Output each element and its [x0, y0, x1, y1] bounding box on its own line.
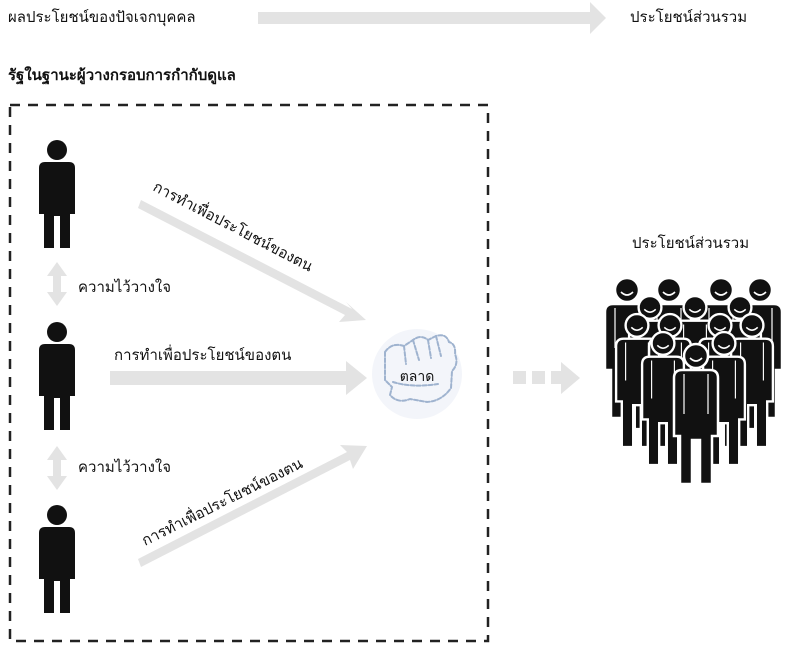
- trust-label: ความไว้วางใจ: [78, 278, 171, 296]
- to-public-benefit-arrow: [513, 362, 580, 394]
- trust-label: ความไว้วางใจ: [78, 458, 171, 476]
- state-framework-frame: [8, 103, 490, 643]
- individual-benefit-label: ผลประโยชน์ของปัจเจกบุคคล: [8, 8, 196, 27]
- self-interest-arrow: [138, 445, 367, 567]
- trust-arrow-icon: [47, 262, 67, 306]
- person-icon: [39, 322, 75, 430]
- self-interest-label: การทำเพื่อประโยชน์ของตน: [114, 344, 291, 364]
- self-interest-arrow: [110, 361, 367, 395]
- market-label: ตลาด: [400, 369, 435, 385]
- handshake-icon: [384, 334, 458, 404]
- market-circle: ตลาด: [372, 329, 462, 419]
- state-framework-title: รัฐในฐานะผู้วางกรอบการกำกับดูแล: [8, 66, 236, 85]
- self-interest-arrow: [138, 200, 366, 322]
- person-icon: [39, 140, 75, 248]
- public-benefit-label: ประโยชน์ส่วนรวม: [632, 234, 749, 252]
- crowd-icon: [603, 276, 784, 486]
- top-public-benefit-label: ประโยชน์ส่วนรวม: [630, 8, 747, 26]
- trust-arrow-icon: [47, 446, 67, 490]
- person-icon: [39, 505, 75, 613]
- top-arrow: [258, 2, 606, 34]
